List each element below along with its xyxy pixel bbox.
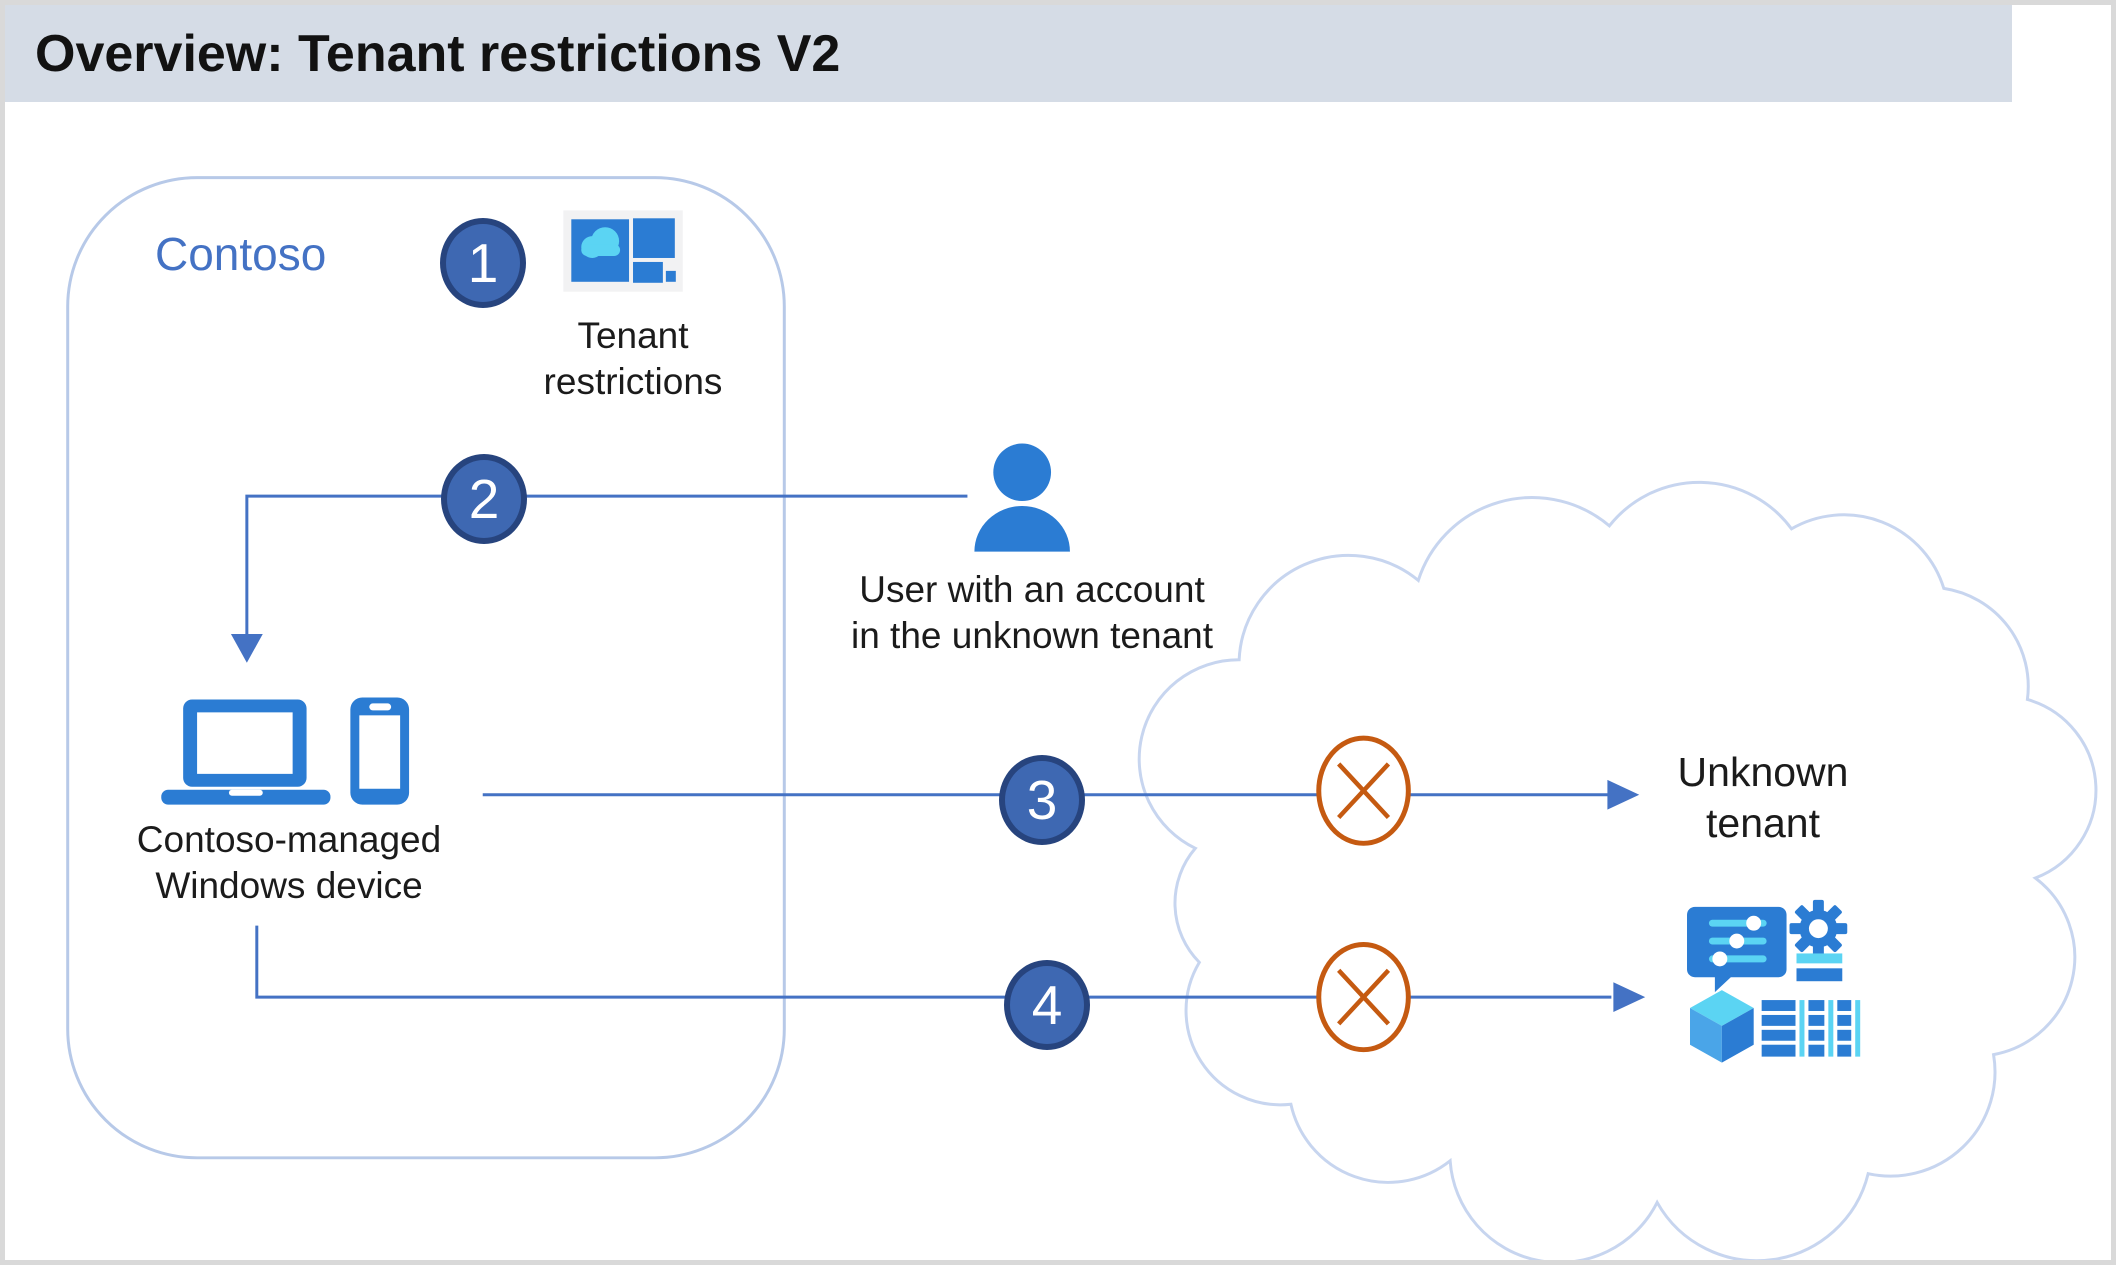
step-badge-3: 3 [999,755,1085,845]
tenant-restrictions-label: Tenant restrictions [544,313,723,405]
diagram-graphics [66,176,2098,1260]
user-label-line1: User with an account [859,569,1205,610]
unknown-tenant-services [1687,899,1861,1063]
gear-bar-cyan [1796,953,1843,964]
slider-rows [1708,915,1767,967]
title-bar: Overview: Tenant restrictions V2 [5,5,2012,102]
arrowhead-down-icon [230,633,263,663]
gear-icon [1789,899,1848,982]
user-label-line2: in the unknown tenant [850,614,1214,656]
chat-settings-icon [1687,906,1787,993]
device-label: Contoso-managed Windows device [137,817,441,909]
unknown-tenant-label: Unknown tenant [1678,747,1849,849]
device-icons [161,697,410,805]
device-label-line1: Contoso-managed [136,819,442,860]
connector-step4 [255,925,1612,999]
arrowhead-right-step4-icon [1613,982,1646,1012]
smartphone-icon [350,697,410,805]
laptop-icon [161,699,331,805]
step-badge-2: 2 [441,454,527,544]
contoso-boundary-label: Contoso [155,228,327,280]
blocked-x-icon-step4 [1316,942,1411,1053]
unknown-tenant-label-line1: Unknown [1677,749,1849,795]
tenant-restrictions-icon [563,210,683,292]
arrowhead-right-step3-icon [1607,779,1640,810]
page-title: Overview: Tenant restrictions V2 [35,24,841,83]
tenant-restrictions-label-line1: Tenant [577,315,689,356]
step-badge-1: 1 [440,218,526,308]
step-badge-4: 4 [1004,960,1090,1050]
cube-icon [1689,990,1754,1063]
user-label: User with an account in the unknown tena… [851,567,1213,659]
blocked-x-icon-step3 [1316,735,1411,846]
device-label-line2: Windows device [155,864,423,906]
cloud-glyph [581,227,621,258]
connector-step2 [245,494,968,640]
unknown-tenant-label-line2: tenant [1706,799,1820,846]
cloud-outline [1137,480,2098,1260]
person-icon [974,443,1070,552]
tenant-restrictions-label-line2: restrictions [543,360,723,402]
contoso-boundary [66,176,786,1160]
arrowheads [230,633,1646,1012]
table-icon [1761,1000,1861,1057]
gear-bar-blue [1796,968,1843,982]
